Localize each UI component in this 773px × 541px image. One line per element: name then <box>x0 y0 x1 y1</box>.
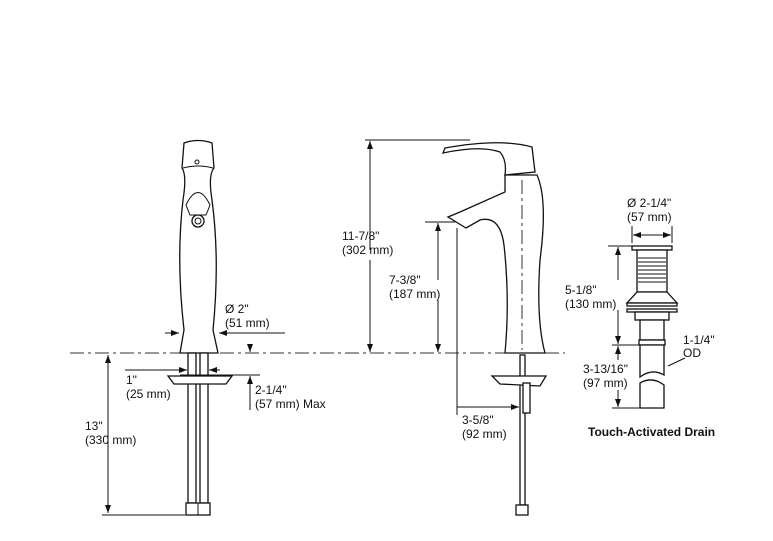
faucet-front-view <box>166 139 234 516</box>
hole-size-mm-label: (25 mm) <box>126 387 171 401</box>
drain-height-mm-label: (130 mm) <box>565 297 616 311</box>
front-dimensions: Ø 2" (51 mm) 1" (25 mm) 2-1/4" (57 mm) M… <box>85 302 326 516</box>
supply-length-mm-label: (330 mm) <box>85 433 136 447</box>
tailpiece-od-label: 1-1/4" <box>683 333 715 347</box>
spout-diameter-label: Ø 2" <box>225 302 249 316</box>
tailpiece-od-unit-label: OD <box>683 346 701 360</box>
deck-thickness-label: 2-1/4" <box>255 383 287 397</box>
hole-size-label: 1" <box>126 373 137 387</box>
drain-diameter-label: Ø 2-1/4" <box>627 196 671 210</box>
tailpiece-length-mm-label: (97 mm) <box>583 376 628 390</box>
faucet-side-view <box>441 142 548 516</box>
touch-activated-drain <box>625 245 679 409</box>
spout-reach-label: 3-5/8" <box>462 413 494 427</box>
spout-reach-mm-label: (92 mm) <box>462 427 507 441</box>
side-dimensions: 11-7/8" (302 mm) 7-3/8" (187 mm) 3-5/8" … <box>342 139 519 441</box>
spout-height-mm-label: (187 mm) <box>389 287 440 301</box>
supply-length-label: 13" <box>85 419 103 433</box>
drain-height-label: 5-1/8" <box>565 283 597 297</box>
drain-title: Touch-Activated Drain <box>588 425 715 439</box>
spout-height-label: 7-3/8" <box>389 273 421 287</box>
spout-diameter-mm-label: (51 mm) <box>225 316 270 330</box>
drain-dimensions: Ø 2-1/4" (57 mm) 5-1/8" (130 mm) 1-1/4" … <box>565 196 715 439</box>
overall-height-mm-label: (302 mm) <box>342 243 393 257</box>
overall-height-label: 11-7/8" <box>342 229 379 243</box>
tailpiece-length-label: 3-13/16" <box>583 362 628 376</box>
drain-diameter-mm-label: (57 mm) <box>627 210 672 224</box>
deck-thickness-mm-label: (57 mm) Max <box>255 397 326 411</box>
